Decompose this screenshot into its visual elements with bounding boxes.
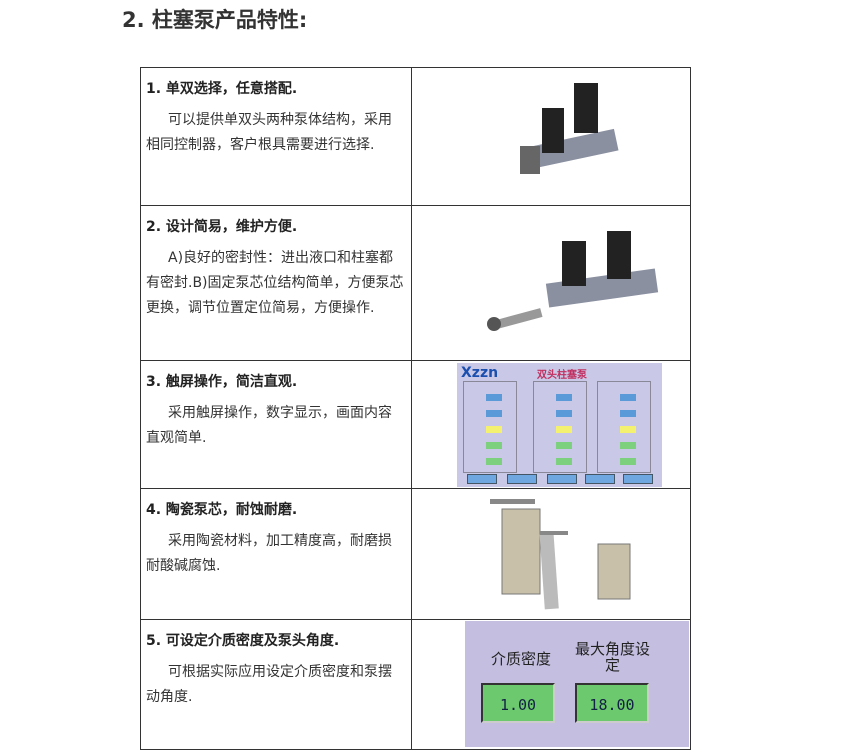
feature-title: 1. 单双选择，任意搭配. [146,81,298,97]
feature-title: 3. 触屏操作，简洁直观. [146,374,298,390]
hmi-button[interactable] [585,474,615,484]
dual-pump-exploded-image [411,205,691,361]
feature-title: 5. 可设定介质密度及泵头角度. [146,633,340,649]
single-pump-image [411,67,691,206]
hmi-screen: Xzzn 双头柱塞泵 [457,363,662,487]
feature-2: 2. 设计简易，维护方便. A)良好的密封性：进出液口和柱塞都有密封.B)固定泵芯… [140,205,412,361]
hmi-button[interactable] [467,474,497,484]
hmi-button[interactable] [547,474,577,484]
feature-body: 采用陶瓷材料，加工精度高，耐磨损耐酸碱腐蚀. [146,533,392,574]
feature-body: 可以提供单双头两种泵体结构，采用相同控制器，客户根具需要进行选择. [146,112,392,153]
hmi-logo: Xzzn [461,365,499,381]
pump-illustration [520,83,619,174]
angle-label: 最大角度设定 [574,640,650,674]
hmi-button[interactable] [623,474,653,484]
settings-screen-image: 介质密度 最大角度设定 1.00 18.00 [411,619,691,750]
feature-4: 4. 陶瓷泵芯，耐蚀耐磨. 采用陶瓷材料，加工精度高，耐磨损耐酸碱腐蚀. [140,488,412,620]
ceramic-core-image [411,488,691,620]
settings-screen: 介质密度 最大角度设定 1.00 18.00 [465,621,689,747]
angle-value[interactable]: 18.00 [575,683,649,723]
feature-body: 采用触屏操作，数字显示，画面内容直观简单. [146,405,392,446]
density-label: 介质密度 [490,650,551,668]
section-heading: 2. 柱塞泵产品特性: [122,8,308,32]
feature-title: 2. 设计简易，维护方便. [146,219,298,235]
feature-table: 1. 单双选择，任意搭配. 可以提供单双头两种泵体结构，采用相同控制器，客户根具需… [140,67,691,750]
touchscreen-image: Xzzn 双头柱塞泵 [411,360,691,489]
feature-body: 可根据实际应用设定介质密度和泵摆动角度. [146,664,392,705]
feature-3: 3. 触屏操作，简洁直观. 采用触屏操作，数字显示，画面内容直观简单. [140,360,412,489]
ceramic-parts-illustration [490,499,631,610]
feature-5: 5. 可设定介质密度及泵头角度. 可根据实际应用设定介质密度和泵摆动角度. [140,619,412,750]
hmi-button[interactable] [507,474,537,484]
density-value[interactable]: 1.00 [481,683,555,723]
feature-1: 1. 单双选择，任意搭配. 可以提供单双头两种泵体结构，采用相同控制器，客户根具需… [140,67,412,206]
feature-title: 4. 陶瓷泵芯，耐蚀耐磨. [146,502,298,518]
feature-body: A)良好的密封性：进出液口和柱塞都有密封.B)固定泵芯位结构简单，方便泵芯更换，… [146,250,404,316]
pump-illustration [487,231,659,331]
hmi-title: 双头柱塞泵 [537,370,587,381]
